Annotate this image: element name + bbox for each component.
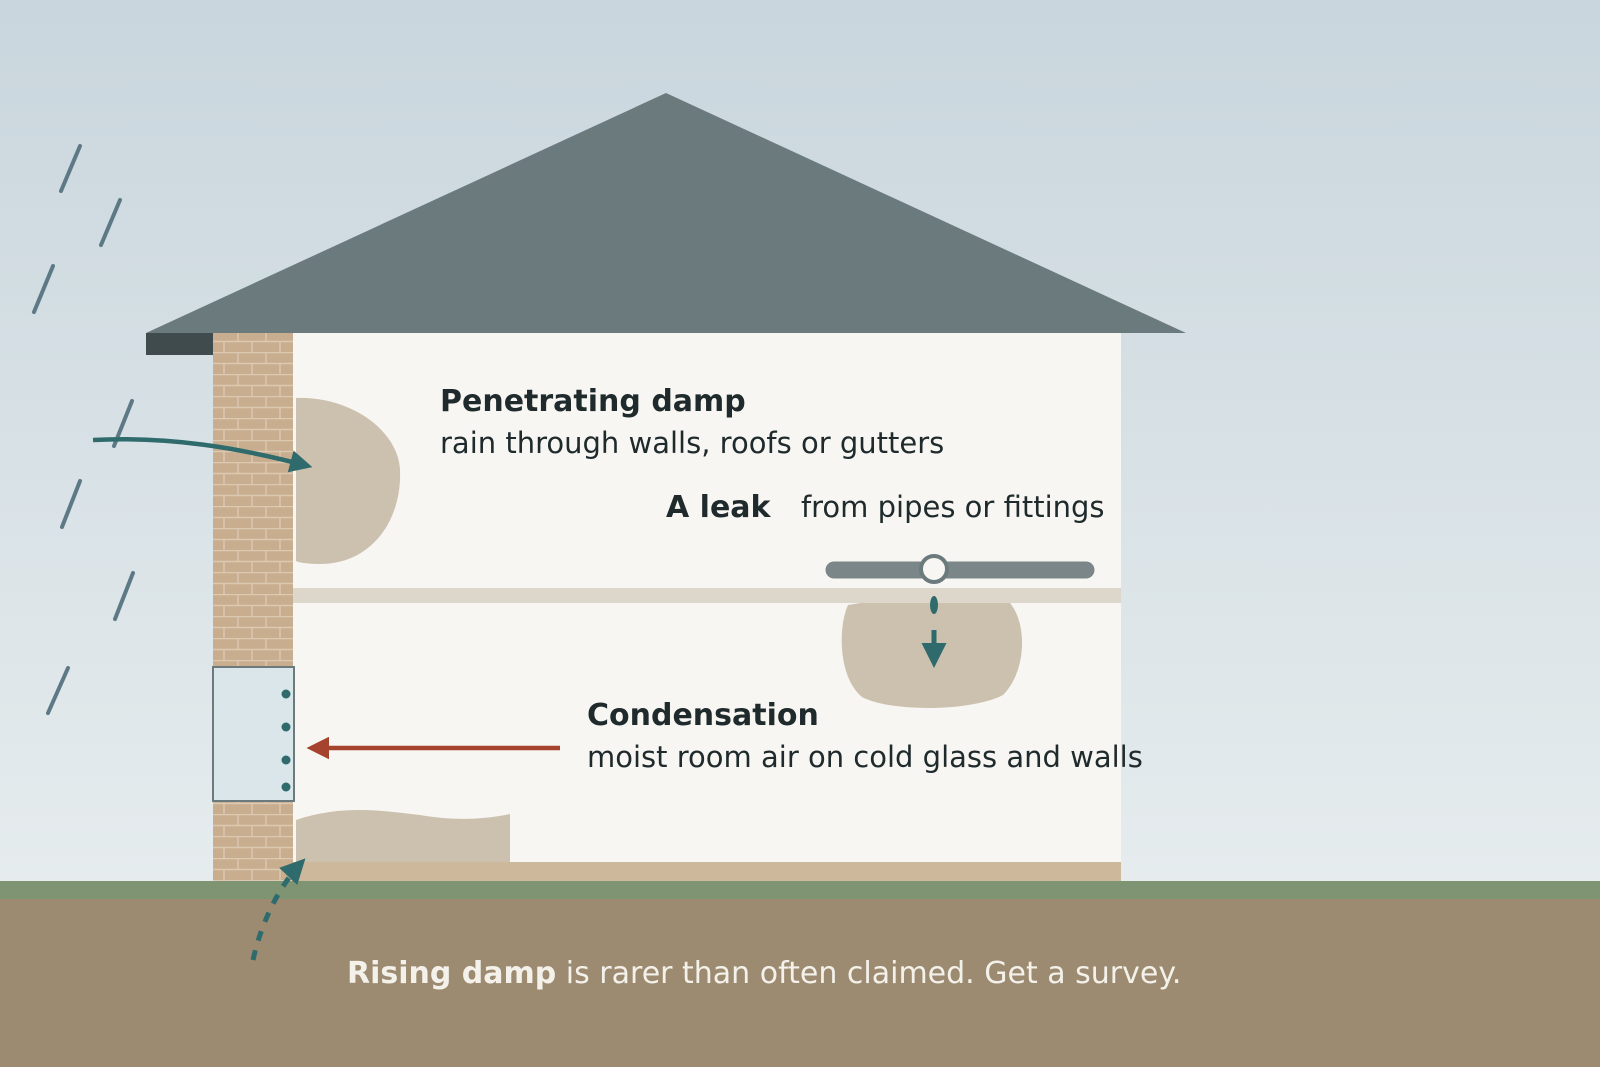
rising-damp-rest: is rarer than often claimed. Get a surve…: [556, 956, 1182, 991]
rain-streak: [60, 479, 82, 529]
leak-desc: from pipes or fittings: [800, 490, 1105, 524]
penetrating-damp-title: Penetrating damp: [440, 384, 746, 419]
grass: [0, 881, 1600, 899]
rising-damp-arrow: [250, 858, 306, 961]
rain-streak: [59, 144, 82, 193]
rain-streak: [32, 264, 55, 314]
skirting: [293, 862, 1121, 881]
floor-slab: [293, 588, 1121, 603]
droplet: [281, 755, 291, 765]
soil: [0, 899, 1600, 1067]
rising-damp-note: Rising damp is rarer than often claimed.…: [347, 956, 1181, 991]
droplet: [281, 782, 291, 792]
water-drip: [930, 596, 938, 614]
droplet: [281, 722, 291, 732]
droplet: [281, 689, 291, 699]
penetrating-damp-stain: [296, 397, 401, 564]
condensation-title: Condensation: [587, 698, 819, 733]
leak-title: A leak: [666, 490, 771, 525]
leak-label: A leak from pipes or fittings: [666, 490, 1105, 525]
rain: [32, 144, 135, 715]
condensation-droplets: [281, 689, 291, 792]
window: [212, 666, 295, 802]
rain-streak: [46, 666, 70, 715]
rising-damp-stain: [296, 810, 510, 862]
penetrating-damp-desc: rain through walls, roofs or gutters: [440, 426, 945, 460]
penetrating-damp-arrow: [92, 436, 313, 473]
rain-streak: [113, 571, 135, 621]
roof: [146, 93, 1186, 333]
condensation-desc: moist room air on cold glass and walls: [587, 740, 1143, 774]
rain-streak: [99, 198, 122, 247]
leaking-fitting: [919, 554, 949, 584]
rising-damp-bold: Rising damp: [347, 956, 557, 991]
